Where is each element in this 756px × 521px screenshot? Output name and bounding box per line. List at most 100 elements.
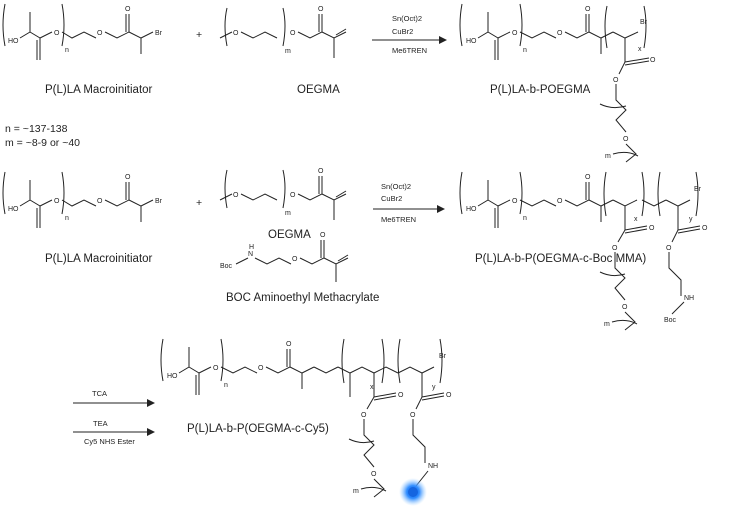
svg-text:O: O xyxy=(54,30,60,37)
svg-text:n: n xyxy=(224,382,228,389)
svg-text:O: O xyxy=(320,232,326,239)
svg-text:N: N xyxy=(248,251,253,258)
svg-text:m: m xyxy=(285,210,291,217)
svg-text:O: O xyxy=(585,174,591,181)
svg-text:x: x xyxy=(634,216,638,223)
svg-text:Br: Br xyxy=(640,19,648,26)
oegma-structure-1: O m O O xyxy=(219,6,347,58)
row2-reactant1-caption: P(L)LA Macroinitiator xyxy=(45,253,153,265)
reaction-arrow-1: Sn(Oct)2 CuBr2 Me6TREN xyxy=(372,14,447,55)
svg-text:m: m xyxy=(605,153,611,160)
svg-text:TCA: TCA xyxy=(92,389,107,398)
svg-text:HO: HO xyxy=(466,38,477,45)
svg-text:O: O xyxy=(290,30,296,37)
plla-b-p-oegma-c-cy5-structure: HO O n O O x y Br O O O xyxy=(160,338,452,498)
svg-text:O: O xyxy=(446,392,452,399)
svg-text:O: O xyxy=(318,6,324,13)
svg-text:n: n xyxy=(523,47,527,54)
svg-text:H: H xyxy=(249,244,254,251)
plla-macroinitiator-structure-1: HO O n O O Br xyxy=(2,3,163,60)
svg-text:O: O xyxy=(290,192,296,199)
row2-reactant3-caption: BOC Aminoethyl Methacrylate xyxy=(226,292,379,304)
svg-text:O: O xyxy=(650,57,656,64)
plla-b-p-oegma-c-boc-mma-structure: HO O n O O x y Br O O O m xyxy=(459,171,708,331)
svg-text:Sn(Oct)2: Sn(Oct)2 xyxy=(392,14,422,23)
row2-reactant2-caption: OEGMA xyxy=(268,229,311,241)
svg-text:n: n xyxy=(65,47,69,54)
row1-reactant2-caption: OEGMA xyxy=(297,84,340,96)
svg-text:O: O xyxy=(97,30,103,37)
svg-text:NH: NH xyxy=(684,295,694,302)
svg-text:HO: HO xyxy=(8,206,19,213)
svg-text:O: O xyxy=(612,245,618,252)
svg-text:y: y xyxy=(689,216,693,223)
plla-macroinitiator-structure-2: HO O n O O Br xyxy=(2,171,163,228)
svg-text:m: m xyxy=(353,488,359,495)
svg-text:O: O xyxy=(557,30,563,37)
n-value-note: n = ~137-138 xyxy=(5,123,68,135)
reaction-arrows-3: TCA TEA Cy5 NHS Ester xyxy=(73,389,155,446)
svg-text:O: O xyxy=(258,365,264,372)
svg-text:O: O xyxy=(54,198,60,205)
svg-text:Br: Br xyxy=(694,186,702,193)
cy5-dye-core xyxy=(408,487,418,497)
svg-text:HO: HO xyxy=(466,206,477,213)
svg-text:O: O xyxy=(613,77,619,84)
svg-text:O: O xyxy=(292,256,298,263)
svg-text:Sn(Oct)2: Sn(Oct)2 xyxy=(381,182,411,191)
hydroxyl-label: HO xyxy=(8,38,19,45)
svg-text:O: O xyxy=(623,136,629,143)
svg-text:TEA: TEA xyxy=(93,419,108,428)
row2-product-caption: P(L)LA-b-P(OEGMA-c-Boc MMA) xyxy=(475,253,646,265)
svg-text:Boc: Boc xyxy=(220,263,233,270)
svg-text:m: m xyxy=(604,321,610,328)
svg-text:Me6TREN: Me6TREN xyxy=(392,46,427,55)
svg-text:CuBr2: CuBr2 xyxy=(392,27,413,36)
svg-text:O: O xyxy=(398,392,404,399)
svg-text:Br: Br xyxy=(155,30,163,37)
svg-text:n: n xyxy=(523,215,527,222)
svg-text:Me6TREN: Me6TREN xyxy=(381,215,416,224)
oegma-structure-2: O m O O xyxy=(219,168,347,220)
svg-text:O: O xyxy=(622,304,628,311)
svg-text:O: O xyxy=(97,198,103,205)
row1-reactant1-caption: P(L)LA Macroinitiator xyxy=(45,84,153,96)
svg-text:x: x xyxy=(370,384,374,391)
svg-text:O: O xyxy=(512,198,518,205)
svg-text:NH: NH xyxy=(428,463,438,470)
svg-text:O: O xyxy=(666,245,672,252)
svg-text:O: O xyxy=(361,412,367,419)
svg-text:CuBr2: CuBr2 xyxy=(381,194,402,203)
plus-sign: + xyxy=(196,29,202,41)
svg-text:O: O xyxy=(233,30,239,37)
svg-text:O: O xyxy=(318,168,324,175)
svg-text:O: O xyxy=(557,198,563,205)
svg-text:y: y xyxy=(432,384,436,391)
svg-text:x: x xyxy=(638,46,642,53)
boc-aminoethyl-methacrylate-structure: Boc N H O O xyxy=(220,232,349,282)
svg-text:O: O xyxy=(125,6,131,13)
svg-text:O: O xyxy=(286,341,292,348)
svg-text:O: O xyxy=(702,225,708,232)
plla-b-poegma-structure: HO O n O O Br x O O O m xyxy=(459,3,656,163)
svg-text:Br: Br xyxy=(155,198,163,205)
svg-text:O: O xyxy=(125,174,131,181)
svg-text:O: O xyxy=(585,6,591,13)
svg-text:HO: HO xyxy=(167,373,178,380)
svg-text:O: O xyxy=(371,471,377,478)
svg-text:Cy5 NHS Ester: Cy5 NHS Ester xyxy=(84,437,135,446)
row3-product-caption: P(L)LA-b-P(OEGMA-c-Cy5) xyxy=(187,423,329,435)
svg-text:O: O xyxy=(649,225,655,232)
svg-text:O: O xyxy=(233,192,239,199)
svg-text:Br: Br xyxy=(439,353,447,360)
reaction-arrow-2: Sn(Oct)2 CuBr2 Me6TREN xyxy=(373,182,445,224)
row1-product-caption: P(L)LA-b-POEGMA xyxy=(490,84,591,96)
svg-text:O: O xyxy=(213,365,219,372)
svg-text:O: O xyxy=(410,412,416,419)
svg-text:m: m xyxy=(285,48,291,55)
plus-sign-2: + xyxy=(196,197,202,209)
svg-text:O: O xyxy=(512,30,518,37)
m-value-note: m = ~8-9 or ~40 xyxy=(5,137,80,149)
svg-text:n: n xyxy=(65,215,69,222)
